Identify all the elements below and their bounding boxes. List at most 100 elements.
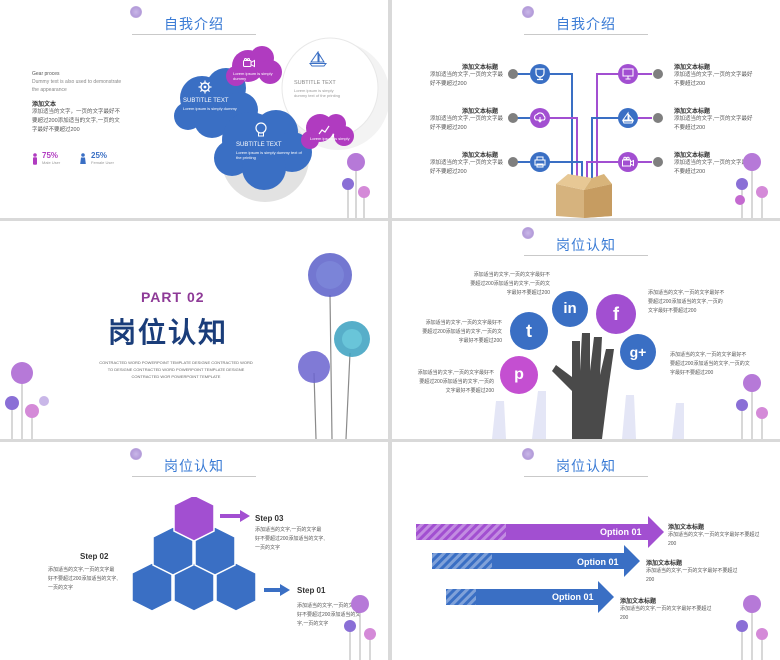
cloud-top-body: Lorem ipsum is simply dummy [233, 71, 273, 81]
title-decoration-dot [522, 227, 534, 239]
flower-decoration [736, 374, 768, 439]
bullet-dot [653, 157, 663, 167]
title-decoration-dot [522, 448, 534, 460]
option-arrows [416, 516, 664, 613]
title-decoration-dot [130, 448, 142, 460]
item-body-left-1: 添加适当的文字,一页的文字最好不要超过200 [430, 72, 504, 87]
title-underline [524, 255, 648, 256]
cloud-big-body: Lorem ipsum is simply dummy text of the … [236, 150, 302, 160]
title-decoration-dot [130, 6, 142, 18]
linkedin-icon: in [552, 291, 588, 327]
female-user-stat: 25% [91, 151, 108, 160]
text-block-bottom-left: 添加适当的文字,一页的文字最好不要超过200添加适当的文字,一页的文字最好不要超… [417, 370, 494, 394]
step-02-body: 添加适当的文字,一页的文字最好不要超过200添加适当的文字,一页的文字 [48, 567, 118, 591]
gear-icon [198, 80, 212, 94]
item-body-right-1: 添加适当的文字,一页的文字最好不要超过200 [674, 72, 753, 87]
item-heading-right-2: 添加文本标题 [674, 109, 711, 115]
item-heading-left-1: 添加文本标题 [462, 65, 499, 71]
printer-icon [530, 152, 550, 172]
cloud-right-subtitle: SUBTITLE TEXT [294, 80, 336, 86]
title-underline [524, 34, 648, 35]
slide-self-intro-clouds[interactable]: 自我介绍 Gear proces Dummy text is also used… [0, 0, 388, 218]
video-camera-icon [618, 152, 638, 172]
flower-decoration [342, 153, 370, 218]
chart-icon [318, 122, 330, 140]
option-heading-1: 添加文本标题 [668, 525, 705, 531]
slide-part-02-cover[interactable]: PART 02 岗位认知 CONTRACTED WORD POWERPOINT … [0, 221, 388, 439]
arrow-right-icon [264, 584, 290, 596]
item-body-right-3: 添加适当的文字,一页的文字最好不要超过200 [674, 160, 753, 175]
slide-job-steps[interactable]: 岗位认知 Step 03 添加适当的文字,一页的文字最好不要超过200添加适当的… [0, 442, 388, 660]
cloud-left-body: Lorem ipsum is simply dummy [183, 106, 237, 111]
cloud-download-icon [530, 108, 550, 128]
bullet-dot [653, 69, 663, 79]
slide-title: 岗位认知 [164, 458, 224, 474]
title-underline [524, 476, 648, 477]
video-camera-icon [243, 55, 255, 73]
title-underline [132, 34, 256, 35]
trophy-icon [530, 64, 550, 84]
clouds-illustration [174, 37, 388, 202]
option-heading-2: 添加文本标题 [646, 561, 683, 567]
gear-process-title: Gear proces [32, 71, 60, 77]
bullet-dot [653, 113, 663, 123]
option-body-3: 添加适当的文字,一页的文字最好不要超过200 [620, 606, 712, 621]
google-plus-icon: g+ [620, 334, 656, 370]
flower-decoration [344, 595, 376, 660]
sailboat-icon [618, 108, 638, 128]
text-block-bottom-right: 添加适当的文字,一页的文字最好不要超过200添加适当的文字,一页的文字最好不要超… [670, 352, 750, 376]
slide-title: 自我介绍 [556, 16, 616, 32]
option-label-2: Option 01 [577, 557, 619, 567]
dandelion-illustration [298, 253, 370, 439]
step-02-label: Step 02 [80, 552, 109, 561]
cloud-right-body: Lorem ipsum is simply dummy text of the … [294, 88, 341, 98]
facebook-icon: f [596, 294, 636, 334]
background-hands [492, 391, 684, 439]
option-heading-3: 添加文本标题 [620, 599, 657, 605]
text-block-right: 添加适当的文字,一页的文字最好不要超过200添加适当的文字,一页的文字最好不要超… [648, 290, 725, 314]
slide-self-intro-box[interactable]: 自我介绍 添加文本标题 添加适当的文字,一页的文字最好不要超过200 添加文本标… [392, 0, 780, 218]
male-user-icon [32, 152, 38, 165]
text-block-left: 添加适当的文字,一页的文字最好不要超过200添加适当的文字,一页的文字最好不要超… [422, 320, 502, 344]
step-03-body: 添加适当的文字,一页的文字最好不要超过200添加适当的文字,一页的文字 [255, 527, 325, 551]
slide-job-social[interactable]: 岗位认知 添加适当的文字,一页的文字最好不要超过200添加适当的文字,一页的文字… [392, 221, 780, 439]
text-block-top: 添加适当的文字,一页的文字最好不要超过200添加适当的文字,一页的文字最好不要超… [470, 272, 550, 296]
step-03-label: Step 03 [255, 514, 284, 523]
gear-process-subtitle: Dummy text is also used to demonstrate t… [32, 79, 122, 93]
title-decoration-dot [522, 6, 534, 18]
item-body-right-2: 添加适当的文字,一页的文字最好不要超过200 [674, 116, 753, 131]
female-user-label: Female User [91, 160, 114, 165]
flower-decoration [735, 153, 768, 218]
option-body-2: 添加适当的文字,一页的文字最好不要超过200 [646, 568, 738, 583]
add-text-body: 添加适当的文字，一页的文字最好不要超过200添加适当的文字,一页的文字最好不要超… [32, 109, 121, 133]
item-heading-left-3: 添加文本标题 [462, 153, 499, 159]
lightbulb-icon [254, 122, 268, 143]
slide-job-options[interactable]: 岗位认知 Option 01 Option 01 Option 01 添加文本标… [392, 442, 780, 660]
flower-decoration [736, 595, 768, 660]
presentation-icon [618, 64, 638, 84]
bullet-dot [508, 113, 518, 123]
item-body-left-2: 添加适当的文字,一页的文字最好不要超过200 [430, 116, 504, 131]
flower-decoration-left [5, 362, 49, 439]
cloud-left-subtitle: SUBTITLE TEXT [183, 98, 229, 104]
step-01-label: Step 01 [297, 586, 326, 595]
item-heading-right-1: 添加文本标题 [674, 65, 711, 71]
item-heading-left-2: 添加文本标题 [462, 109, 499, 115]
cube-pyramid-illustration [131, 497, 257, 612]
step-01-body: 添加适当的文字,一页的文字最好不要超过200添加适当的文字,一页的文字 [297, 603, 364, 627]
part-number: PART 02 [141, 289, 205, 305]
section-title: 岗位认知 [108, 317, 229, 348]
section-description: CONTRACTED WORD POWERPOINT TEMPLATE DESI… [99, 360, 253, 379]
item-heading-right-3: 添加文本标题 [674, 153, 711, 159]
male-user-stat: 75% [42, 151, 59, 160]
title-underline [132, 476, 256, 477]
option-label-1: Option 01 [600, 527, 642, 537]
slide-title: 自我介绍 [164, 16, 224, 32]
connector-lines [517, 73, 652, 180]
male-user-label: Male User [42, 160, 61, 165]
hand-icon [552, 333, 614, 439]
item-body-left-3: 添加适当的文字,一页的文字最好不要超过200 [430, 160, 504, 175]
option-label-3: Option 01 [552, 592, 594, 602]
slide-title: 岗位认知 [556, 237, 616, 253]
twitter-icon: t [510, 312, 548, 350]
